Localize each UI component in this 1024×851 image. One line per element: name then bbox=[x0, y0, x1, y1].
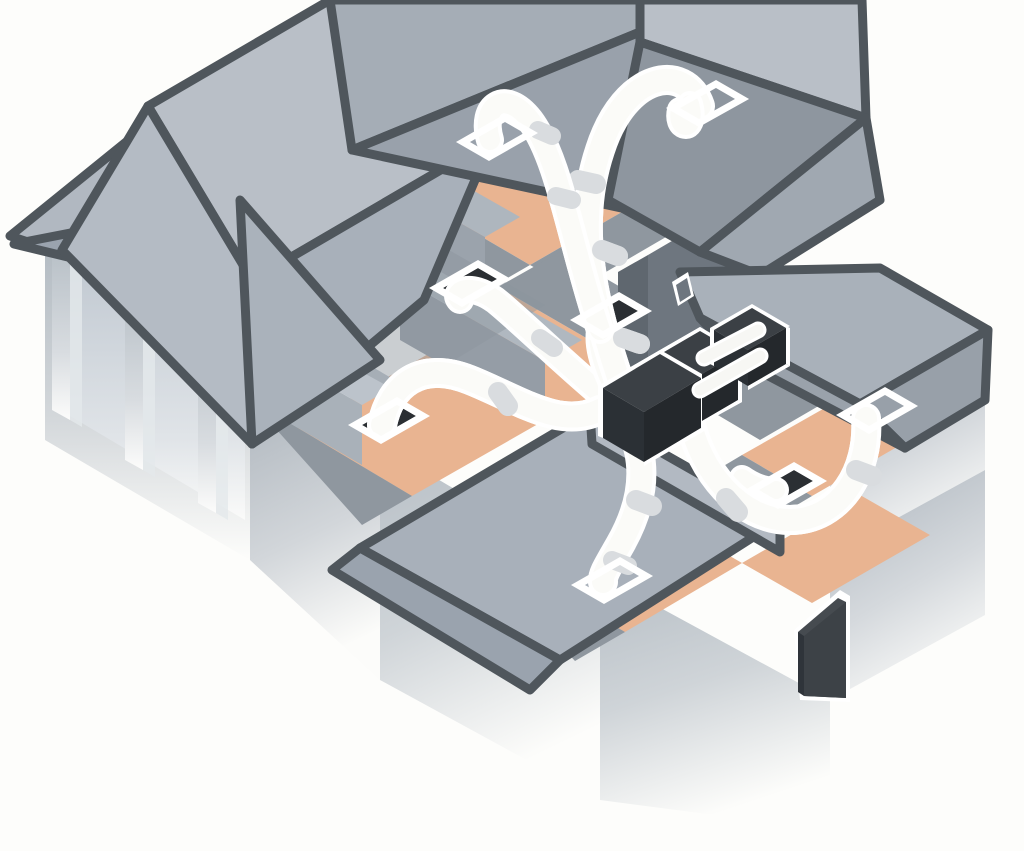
gable-window bbox=[672, 272, 694, 306]
porch-post-1 bbox=[52, 250, 70, 420]
flex-duct-overlay-main-arc[interactable] bbox=[568, 65, 715, 455]
vent-register-frame[interactable] bbox=[570, 556, 654, 605]
vent-register-frame[interactable] bbox=[428, 259, 512, 308]
unit-connector-pipes-overlay bbox=[691, 321, 769, 399]
foundation-right-side bbox=[830, 470, 985, 700]
porch-post-2 bbox=[125, 295, 143, 470]
vent-register-frame[interactable] bbox=[835, 386, 919, 435]
outdoor-condenser[interactable] bbox=[794, 590, 850, 702]
vent-register-frame[interactable] bbox=[744, 461, 828, 510]
vent-register-frame[interactable] bbox=[665, 79, 750, 128]
vent-register-frame[interactable] bbox=[455, 113, 539, 162]
flex-duct-overlay-upper-left[interactable] bbox=[473, 89, 614, 344]
hall-upper-left-gray bbox=[250, 400, 412, 525]
vent-registers-overlay bbox=[347, 79, 919, 605]
flex-duct-to-center-left-vent[interactable] bbox=[444, 275, 622, 414]
hvac-equipment-overlay bbox=[598, 304, 790, 466]
porch-post-1-face bbox=[70, 260, 82, 427]
vent-register-frame[interactable] bbox=[569, 291, 653, 340]
flex-duct-overlay-right[interactable] bbox=[675, 403, 882, 536]
room-lower-right-floor2 bbox=[742, 495, 930, 603]
foundation-right-front bbox=[600, 575, 830, 830]
flex-duct-overlay-left-room[interactable] bbox=[367, 357, 615, 440]
vent-register-frame[interactable] bbox=[347, 396, 431, 445]
